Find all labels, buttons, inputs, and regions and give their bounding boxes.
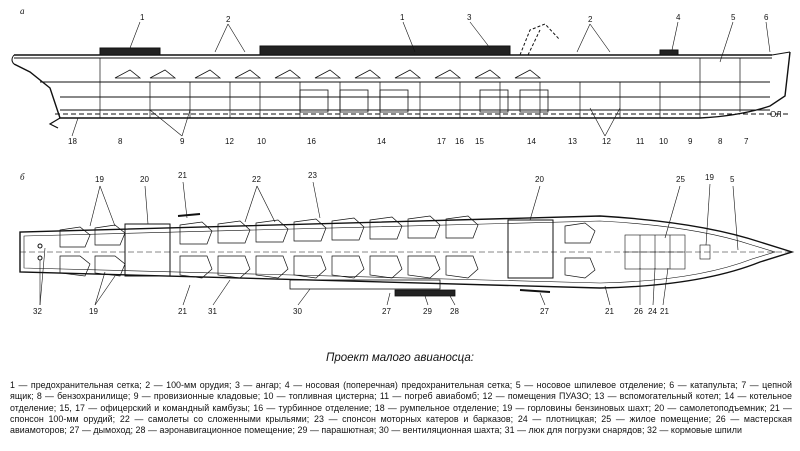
legend-item: 29 — парашютная; xyxy=(297,425,379,436)
side-view xyxy=(11,23,791,129)
side-label: 12 xyxy=(602,137,611,146)
plan-label: 21 xyxy=(178,171,187,180)
plan-label: 24 xyxy=(648,307,657,316)
legend-item: 8 — бензохранилище; xyxy=(36,391,134,402)
plan-label: 21 xyxy=(178,307,187,316)
side-label: 1 xyxy=(400,13,405,22)
legend-item: 28 — аэронавигационное помещение; xyxy=(135,425,298,436)
legend-item: 14 — котельное отделение; xyxy=(10,391,792,413)
legend-item: 22 — самолеты со сложенными крыльями; xyxy=(119,413,314,424)
plan-label: 27 xyxy=(540,307,549,316)
legend-item: 15, 17 — офицерский и командный камбузы; xyxy=(59,402,254,413)
legend-item: 9 — провизионные кладовые; xyxy=(133,391,264,402)
legend-item: 7 — цепной ящик; xyxy=(10,380,792,402)
side-view-labels: 1 2 1 3 2 4 5 6 18 8 9 12 10 16 14 17 16… xyxy=(68,13,781,146)
plan-label: 25 xyxy=(676,175,685,184)
legend-item: 27 — дымоход; xyxy=(69,425,136,436)
side-label: 2 xyxy=(588,15,593,24)
side-label: 2 xyxy=(226,15,231,24)
side-label: 14 xyxy=(527,137,536,146)
side-label: 9 xyxy=(688,137,693,146)
side-label: 5 xyxy=(731,13,736,22)
plan-view xyxy=(19,213,795,297)
plan-label: 21 xyxy=(660,307,669,316)
legend-item: 16 — турбинное отделение; xyxy=(253,402,375,413)
legend-item: 20 — самолетоподъемник; xyxy=(654,402,770,413)
side-label: 7 xyxy=(744,137,749,146)
plan-label: 23 xyxy=(308,171,317,180)
side-label: 10 xyxy=(659,137,668,146)
legend-item: 25 — жилое помещение; xyxy=(601,413,716,424)
side-label: 1 xyxy=(140,13,145,22)
side-label: 17 xyxy=(437,137,446,146)
plan-label: 20 xyxy=(140,175,149,184)
legend-item: 13 — вспомогательный котел; xyxy=(594,391,725,402)
plan-label: 30 xyxy=(293,307,302,316)
legend-item: 5 — носовое шпилевое отделение; xyxy=(515,380,670,390)
plan-label: 31 xyxy=(208,307,217,316)
legend-item: 18 — румпельное отделение; xyxy=(374,402,503,413)
plan-leaders xyxy=(39,181,739,306)
legend-item: 6 — катапульта; xyxy=(669,380,742,390)
side-label: 18 xyxy=(68,137,77,146)
legend-item: 30 — вентиляционная шахта; xyxy=(378,425,505,436)
legend: 1 — предохранительная сетка; 2 — 100-мм … xyxy=(10,380,792,436)
figure-caption: Проект малого авианосца: xyxy=(326,352,474,364)
plan-label: 19 xyxy=(89,307,98,316)
plan-label: 28 xyxy=(450,307,459,316)
side-label: 4 xyxy=(676,13,681,22)
legend-item: 10 — топливная цистерна; xyxy=(263,391,380,402)
legend-item: 24 — плотницкая; xyxy=(517,413,602,424)
carrier-diagram: а 1 2 1 3 2 4 5 6 18 8 9 12 10 16 14 17 … xyxy=(11,6,795,316)
plan-label: 5 xyxy=(730,175,735,184)
legend-item: 31 — люк для погрузки снарядов; xyxy=(504,425,647,436)
side-label: 6 xyxy=(764,13,769,22)
side-label: 14 xyxy=(377,137,386,146)
side-label: 11 xyxy=(636,137,645,146)
legend-item: 12 — помещения ПУАЗО; xyxy=(482,391,595,402)
legend-item: 4 — носовая (поперечная) предохранительн… xyxy=(284,380,516,390)
plan-label: 29 xyxy=(423,307,432,316)
side-label: 10 xyxy=(257,137,266,146)
side-label: ОЛ xyxy=(770,110,781,119)
plan-label: 19 xyxy=(95,175,104,184)
legend-item: 1 — предохранительная сетка; xyxy=(10,380,146,390)
legend-item: 11 — погреб авиабомб; xyxy=(379,391,483,402)
legend-item: 26 — мастерская авиамоторов; xyxy=(10,413,792,436)
plan-label: 21 xyxy=(605,307,614,316)
legend-item: 2 — 100-мм орудия; xyxy=(145,380,235,390)
legend-item: 32 — кормовые шпили xyxy=(646,425,743,436)
side-label: 12 xyxy=(225,137,234,146)
legend-item: 23 — спонсон моторных катеров и барказов… xyxy=(313,413,518,424)
side-label: 13 xyxy=(568,137,577,146)
plan-label: 20 xyxy=(535,175,544,184)
side-label: 16 xyxy=(307,137,316,146)
side-label: 15 xyxy=(475,137,484,146)
panel-label-plan: б xyxy=(20,172,25,182)
side-label: 8 xyxy=(118,137,123,146)
plan-label: 32 xyxy=(33,307,42,316)
legend-item: 21 — спонсон 100-мм орудий; xyxy=(10,402,792,424)
plan-label: 19 xyxy=(705,173,714,182)
plan-label: 22 xyxy=(252,175,261,184)
legend-item: 19 — горловины бензиновых шахт; xyxy=(502,402,655,413)
plan-label: 26 xyxy=(634,307,643,316)
side-leaders xyxy=(71,21,771,137)
panel-label-side: а xyxy=(20,6,25,16)
side-label: 3 xyxy=(467,13,472,22)
side-label: 8 xyxy=(718,137,723,146)
side-label: 16 xyxy=(455,137,464,146)
plan-view-labels: 19 20 21 22 23 20 25 19 5 32 19 21 31 30… xyxy=(33,171,735,316)
side-label: 9 xyxy=(180,137,185,146)
plan-label: 27 xyxy=(382,307,391,316)
legend-item: 3 — ангар; xyxy=(234,380,285,390)
